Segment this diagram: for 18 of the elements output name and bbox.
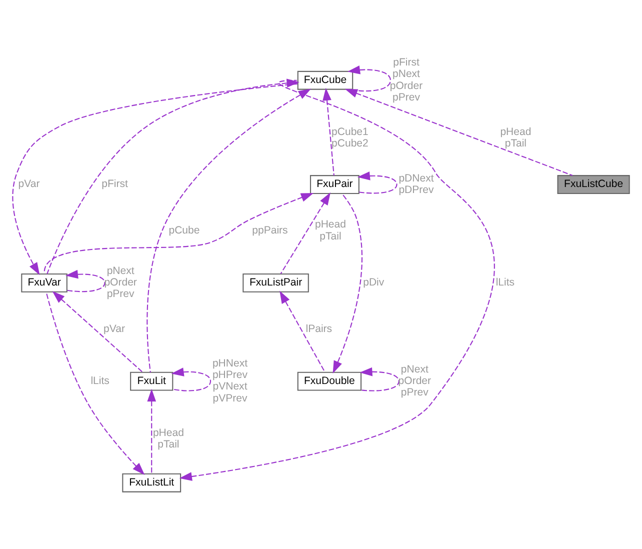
edge-label: pDNext pDPrev bbox=[398, 172, 434, 196]
edge-label: pHead pTail bbox=[152, 427, 184, 451]
edge-label: lLits bbox=[496, 276, 515, 289]
edge-label: pDiv bbox=[363, 276, 384, 289]
edge-label: pHead pTail bbox=[314, 218, 346, 242]
edge-label: pHNext pHPrev pVNext pVPrev bbox=[212, 358, 248, 404]
edge-label: lLits bbox=[90, 374, 110, 387]
edge-label: pFirst bbox=[102, 178, 128, 190]
edge-label: pVar bbox=[104, 322, 125, 335]
edge-label: ppPairs bbox=[252, 224, 288, 236]
edge-label: pCube1 pCube2 bbox=[332, 126, 368, 150]
edge-label: pNext pOrder pPrev bbox=[104, 264, 137, 300]
edge-label: pNext pOrder pPrev bbox=[398, 363, 432, 399]
edge-label: lPairs bbox=[306, 322, 332, 335]
edge-label: pCube bbox=[168, 224, 200, 236]
edge-label: pFirst pNext pOrder pPrev bbox=[390, 56, 423, 104]
edge-label: pHead pTail bbox=[500, 126, 532, 150]
edge-label: pVar bbox=[18, 178, 40, 190]
